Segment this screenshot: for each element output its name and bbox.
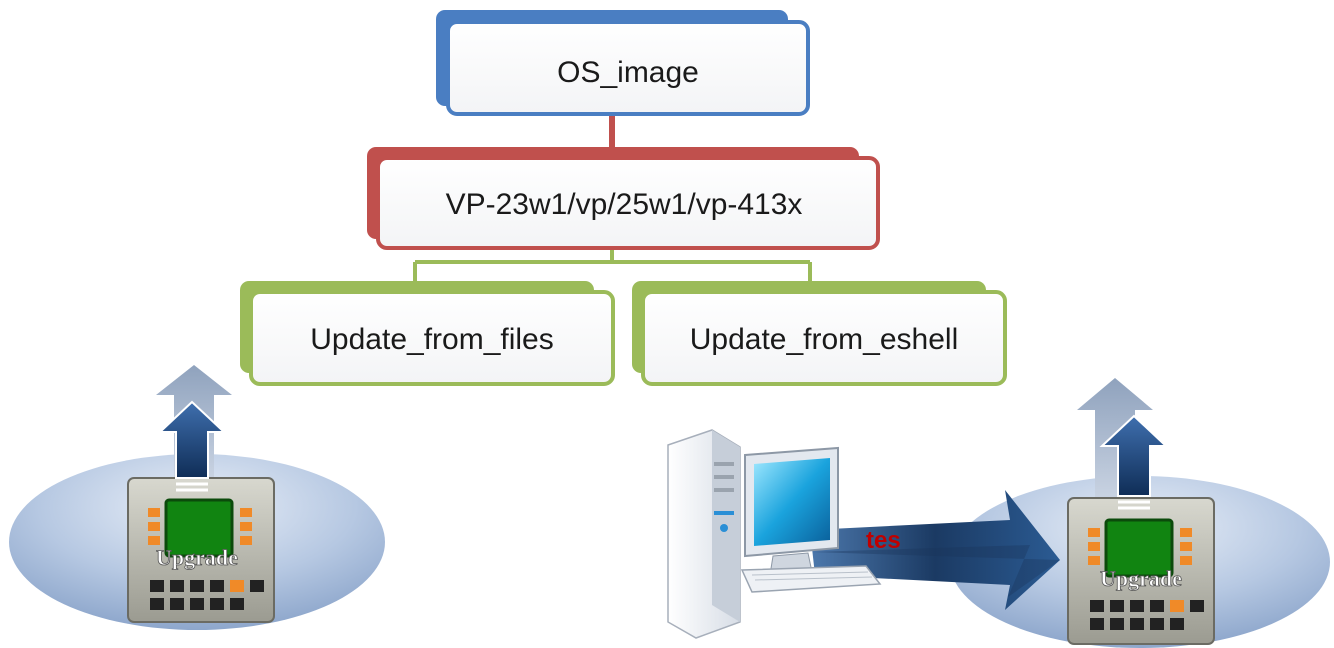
right-upgrade-label: Upgrade [1100, 566, 1182, 591]
node-update-from-eshell: Update_from_eshell [632, 281, 1007, 386]
connector-middle-to-children [413, 245, 812, 282]
right-upgrade-illustration: tes [667, 378, 1330, 648]
node-update-from-files: Update_from_files [240, 281, 615, 386]
node-update-from-files-label: Update_from_files [310, 323, 553, 356]
left-upgrade-arrow-icon [157, 400, 227, 492]
left-upgrade-label: Upgrade [156, 545, 238, 570]
right-upgrade-arrow-icon [1099, 414, 1169, 510]
desktop-computer-icon [667, 429, 882, 639]
node-os-image-label: OS_image [557, 56, 699, 89]
left-device-icon [127, 477, 275, 623]
node-update-from-eshell-label: Update_from_eshell [690, 323, 959, 356]
right-device-icon [1067, 497, 1215, 645]
node-vp-models-label: VP-23w1/vp/25w1/vp-413x [446, 188, 803, 221]
transfer-label: tes [866, 527, 901, 554]
node-vp-models: VP-23w1/vp/25w1/vp-413x [367, 147, 880, 250]
transfer-arrow-icon [810, 490, 1060, 610]
node-os-image: OS_image [436, 10, 810, 116]
left-upgrade-illustration: Upgrade [9, 365, 385, 630]
